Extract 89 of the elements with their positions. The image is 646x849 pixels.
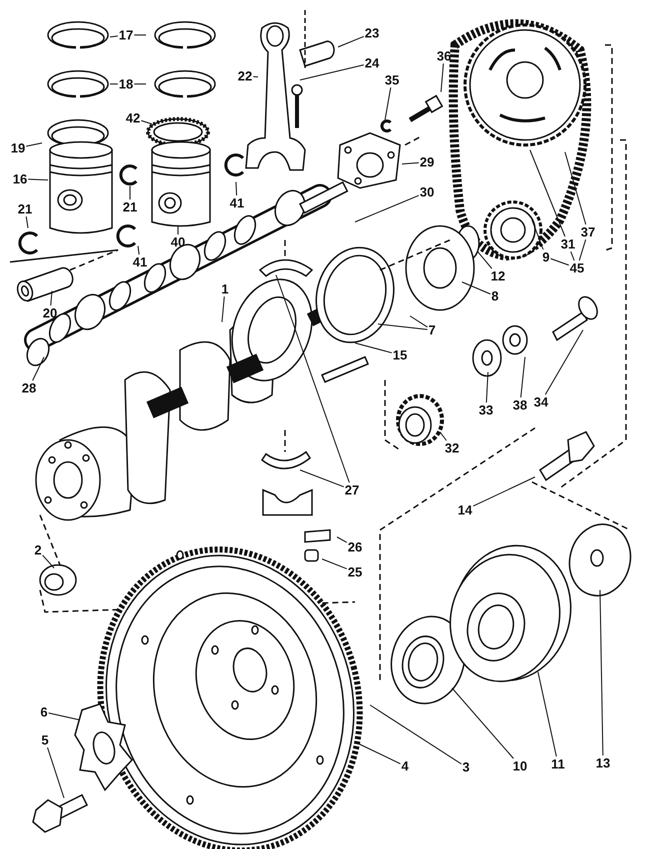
callout-number: 8 xyxy=(490,288,500,304)
callout-number: 11 xyxy=(550,756,566,772)
leader-line xyxy=(110,36,118,38)
callout-number: 42 xyxy=(124,110,142,126)
callout-number: 20 xyxy=(42,306,58,320)
callout-number: 34 xyxy=(532,394,550,410)
callout-number: 18 xyxy=(118,76,134,92)
leader-line xyxy=(50,290,52,306)
callout-number: 21 xyxy=(16,202,34,216)
leader-line xyxy=(570,251,575,261)
leader-line xyxy=(440,63,444,92)
leader-line xyxy=(28,178,48,180)
leader-line xyxy=(42,554,54,568)
leader-line xyxy=(600,590,604,756)
leader-line xyxy=(252,76,258,78)
callout-number: 17 xyxy=(118,28,134,42)
callout-number: 33 xyxy=(478,402,494,418)
leader-line xyxy=(544,330,584,395)
callout-number: 27 xyxy=(344,482,360,498)
callout-number: 25 xyxy=(346,564,364,580)
callout-number: 36 xyxy=(436,48,452,64)
callout-number: 23 xyxy=(364,26,380,40)
callout-number: 26 xyxy=(346,540,364,554)
leader-line xyxy=(354,342,392,354)
leader-line xyxy=(564,152,586,225)
callout-number: 30 xyxy=(418,184,436,200)
leader-line xyxy=(48,712,80,720)
callout-number: 2 xyxy=(33,542,43,558)
leader-line xyxy=(138,246,140,255)
leader-line xyxy=(402,162,420,164)
callout-number: 40 xyxy=(170,234,186,250)
leader-line xyxy=(300,64,364,80)
callout-number: 37 xyxy=(580,224,596,240)
leader-line xyxy=(578,239,586,261)
leader-line xyxy=(322,558,348,570)
callout-number: 4 xyxy=(400,758,410,774)
leader-line xyxy=(336,536,348,543)
leader-line xyxy=(26,216,28,228)
callout-number: 16 xyxy=(12,172,28,186)
leader-line xyxy=(134,34,146,36)
leader-line xyxy=(452,688,514,759)
callout-number: 41 xyxy=(228,196,246,210)
callout-number: 22 xyxy=(236,68,254,84)
leader-line xyxy=(236,182,238,196)
callout-number: 31 xyxy=(560,236,576,252)
leader-line xyxy=(338,36,364,48)
leader-line xyxy=(384,87,392,120)
callout-number: 13 xyxy=(594,756,612,770)
callout-number: 28 xyxy=(20,380,38,396)
callout-number: 32 xyxy=(444,440,460,456)
leader-line xyxy=(378,324,428,330)
callout-number: 29 xyxy=(418,154,436,170)
callout-number: 19 xyxy=(10,140,26,156)
callout-number: 24 xyxy=(364,56,380,70)
leader-line xyxy=(222,296,225,322)
leader-line xyxy=(530,150,566,237)
leader-line xyxy=(410,316,428,328)
leader-line xyxy=(370,704,462,764)
leader-line xyxy=(520,356,526,398)
callout-number: 7 xyxy=(427,322,437,338)
callout-number: 41 xyxy=(132,254,148,270)
callout-number: 45 xyxy=(568,260,586,276)
leader-line xyxy=(140,120,152,124)
leader-line xyxy=(276,274,350,483)
callout-number: 3 xyxy=(461,760,471,774)
leader-line xyxy=(440,432,447,441)
leader-line xyxy=(472,476,536,507)
leader-line xyxy=(26,142,42,147)
callout-number: 38 xyxy=(512,398,528,412)
callout-number: 15 xyxy=(392,348,408,362)
leader-line xyxy=(538,672,557,757)
leader-line xyxy=(354,194,420,222)
callout-number: 1 xyxy=(220,282,230,296)
leader-line xyxy=(478,252,492,269)
callout-number: 5 xyxy=(40,732,50,748)
leader-line xyxy=(550,258,570,266)
callout-number: 9 xyxy=(541,250,551,264)
callout-number: 10 xyxy=(512,758,528,774)
callout-number: 6 xyxy=(39,704,49,720)
leader-line xyxy=(300,470,344,488)
callout-number: 14 xyxy=(456,502,474,518)
leader-line xyxy=(486,372,488,403)
callout-number: 35 xyxy=(384,72,400,88)
leader-line xyxy=(462,282,491,294)
callout-number: 12 xyxy=(490,268,506,284)
callout-number: 21 xyxy=(122,200,138,214)
leader-line xyxy=(32,356,44,381)
leader-line xyxy=(47,747,64,798)
leader-line xyxy=(532,220,544,250)
